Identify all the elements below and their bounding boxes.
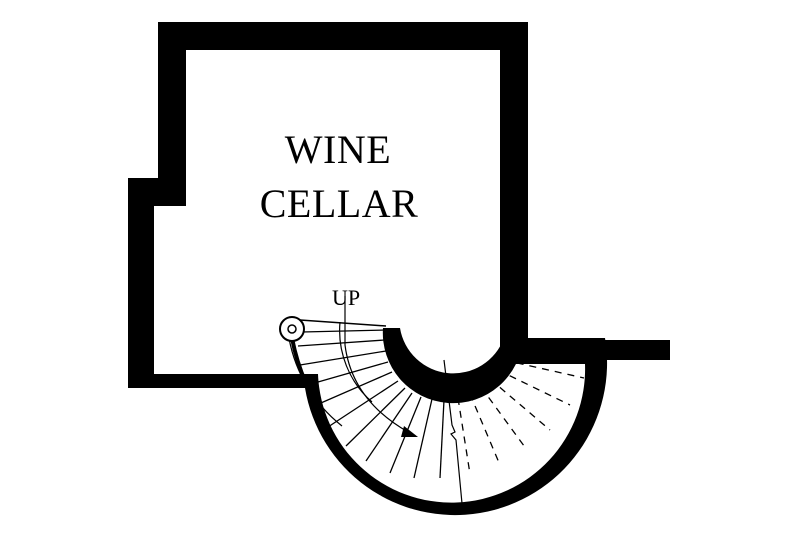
handrail bbox=[290, 336, 324, 414]
room-name-line2: CELLAR bbox=[260, 181, 419, 226]
stair-walk-line bbox=[344, 296, 415, 436]
stair-core-wall bbox=[382, 328, 523, 404]
section-cut-line bbox=[443, 359, 464, 515]
stair-treads-dashed bbox=[457, 359, 585, 475]
stair-direction-label: UP bbox=[332, 285, 360, 310]
newel-post-inner bbox=[287, 324, 297, 334]
stair-treads bbox=[297, 329, 445, 479]
exterior-wall-stub bbox=[600, 340, 670, 360]
wall-mass bbox=[128, 22, 608, 516]
arrow-icon bbox=[401, 426, 418, 437]
room-name-line1: WINE bbox=[285, 127, 391, 172]
handrail-top bbox=[299, 319, 387, 327]
